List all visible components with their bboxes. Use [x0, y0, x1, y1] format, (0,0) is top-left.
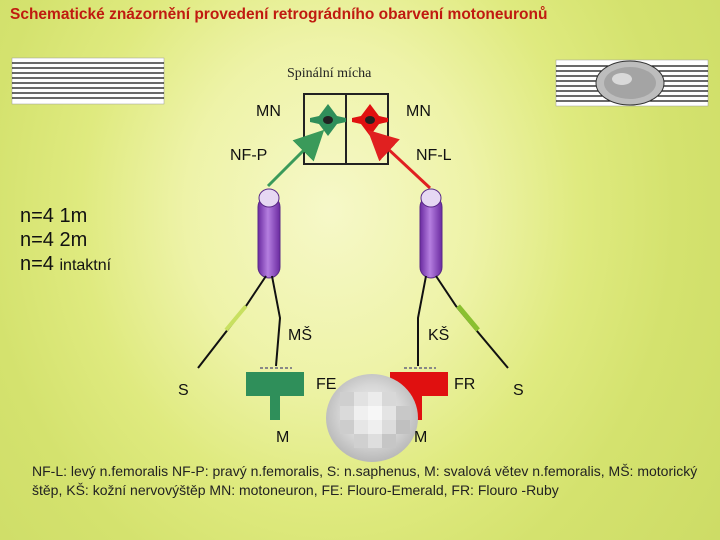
grafted-nerve-inset [555, 59, 709, 107]
saphenus-right-label: S [513, 382, 524, 399]
nf-l-label: NF-L [416, 147, 452, 164]
muscle-left-label: M [276, 429, 290, 446]
fr-label: FR [454, 376, 476, 393]
stats-line-2: n=4 2m [20, 229, 88, 251]
motoneuron-red [352, 104, 388, 136]
stats-line-3-suffix: intaktní [59, 257, 112, 274]
sample-size-list: n=4 1m n=4 2m n=4 intaktní [20, 204, 111, 278]
saphenus-left-label: S [178, 382, 189, 399]
mn-right-label: MN [406, 103, 431, 120]
stats-line-3: n=4 intaktní [20, 252, 111, 278]
nerve-nf-l [417, 188, 509, 369]
motoneuron-green [310, 104, 346, 136]
stats-line-1: n=4 1m [20, 205, 88, 227]
fe-label: FE [316, 376, 337, 393]
muscle-right-label: M [414, 429, 428, 446]
slide-title: Schematické znázornění provedení retrogr… [10, 6, 548, 23]
green-retrograde-arrow [266, 129, 325, 188]
red-retrograde-arrow [367, 129, 432, 190]
spinal-cord-label: Spinální mícha [287, 66, 372, 81]
ks-label: KŠ [428, 327, 450, 344]
ms-label: MŠ [288, 327, 312, 344]
fe-applicator [246, 367, 304, 420]
spinal-cord [303, 93, 389, 165]
stats-line-3-prefix: n=4 [20, 253, 54, 275]
intact-nerve-inset [11, 57, 165, 105]
nf-p-label: NF-P [230, 147, 268, 164]
nerve-nf-p [197, 188, 282, 369]
mn-left-label: MN [256, 103, 281, 120]
figure-caption: NF-L: levý n.femoralis NF-P: pravý n.fem… [32, 463, 698, 498]
muscle-cloud [326, 374, 418, 462]
